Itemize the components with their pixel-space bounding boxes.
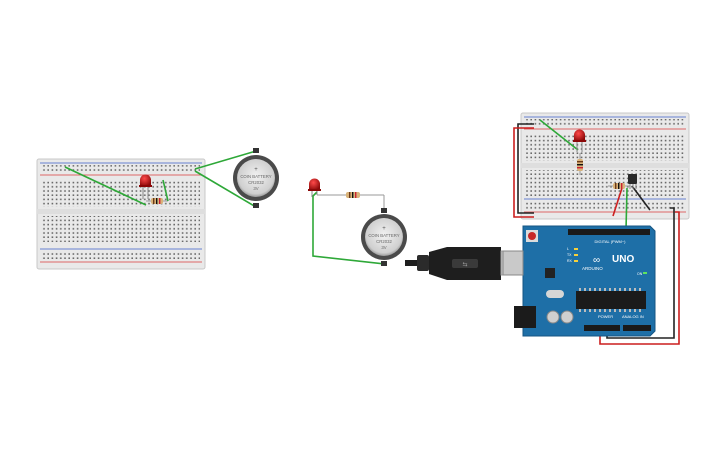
breadboard-left[interactable] <box>36 158 206 270</box>
usb-symbol-icon: ⇆ <box>462 261 467 268</box>
tx-label: TX <box>567 253 572 257</box>
battery-label-line1: COIN BATTERY <box>240 174 271 179</box>
led-right[interactable] <box>573 129 586 153</box>
resistor-right-2[interactable] <box>608 183 630 189</box>
led-left[interactable] <box>139 174 152 200</box>
battery-label-line3: 3V <box>253 186 258 191</box>
rx-label: RX <box>567 259 573 263</box>
on-label: ON <box>637 272 643 276</box>
battery-label-line2: CR2032 <box>248 180 264 185</box>
arduino-uno[interactable]: DIGITAL (PWM~) ∞ UNO ARDUINO TX RX L ON <box>502 225 656 337</box>
digital-pins-label: DIGITAL (PWM~) <box>595 239 627 244</box>
l-label: L <box>567 247 569 251</box>
resistor-middle[interactable] <box>317 192 385 210</box>
breadboard-right[interactable] <box>520 112 690 220</box>
wires-right[interactable] <box>513 119 680 345</box>
resistor-left[interactable] <box>146 198 168 204</box>
analog-header-label: ANALOG IN <box>622 314 644 319</box>
coin-battery-left[interactable]: + COIN BATTERY CR2032 3V <box>233 148 279 208</box>
temperature-sensor[interactable] <box>628 174 637 189</box>
battery-plus-label: + <box>254 167 258 173</box>
reset-button[interactable] <box>528 232 536 240</box>
battery-label-line3: 3V <box>381 245 386 250</box>
arduino-model-label: UNO <box>612 254 634 265</box>
coin-battery-middle[interactable]: + COIN BATTERY CR2032 3V <box>361 208 407 266</box>
arduino-logo-icon: ∞ <box>593 255 600 266</box>
battery-plus-label: + <box>382 226 386 232</box>
battery-label-line1: COIN BATTERY <box>368 233 399 238</box>
power-header-label: POWER <box>598 314 613 319</box>
resistor-right[interactable] <box>577 153 583 175</box>
wires-left[interactable] <box>64 150 257 208</box>
wires-middle[interactable] <box>312 191 386 265</box>
arduino-brand-label: ARDUINO <box>582 266 603 271</box>
battery-label-line2: CR2032 <box>376 239 392 244</box>
led-middle[interactable] <box>308 178 321 197</box>
